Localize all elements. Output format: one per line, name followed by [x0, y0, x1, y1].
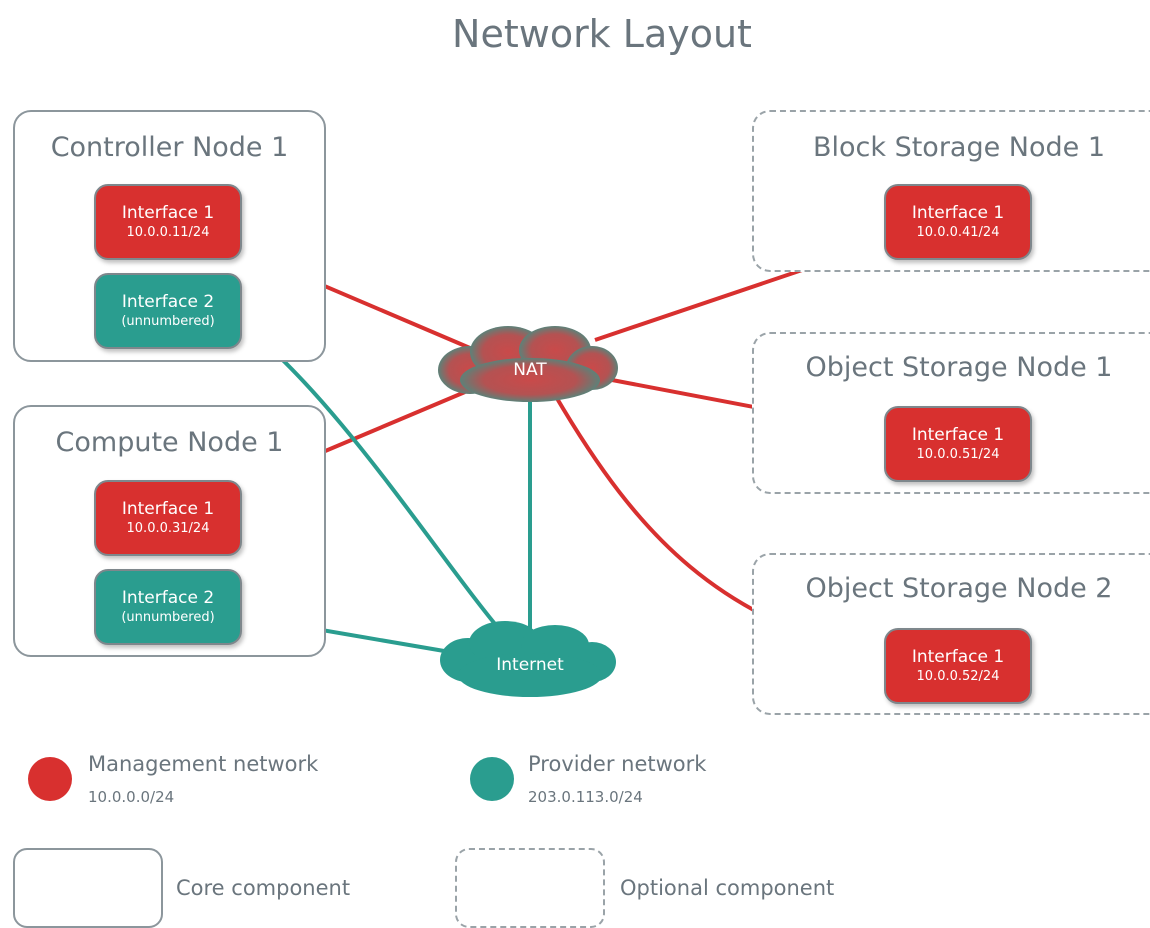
interface-address: (unnumbered): [121, 314, 215, 329]
interface-name: Interface 1: [911, 425, 1005, 445]
object-storage-node-2-title: Object Storage Node 2: [805, 573, 1113, 604]
interface-address: 10.0.0.41/24: [916, 225, 1000, 240]
object-storage-1-interface-1: Interface 1 10.0.0.51/24: [884, 406, 1032, 482]
controller-interface-2: Interface 2 (unnumbered): [94, 273, 242, 349]
core-component-label: Core component: [176, 876, 351, 900]
management-legend-name: Management network: [88, 752, 319, 776]
provider-legend-name: Provider network: [528, 752, 707, 776]
management-legend-subnet: 10.0.0.0/24: [88, 788, 175, 806]
interface-address: 10.0.0.52/24: [916, 669, 1000, 684]
nat-label: NAT: [513, 360, 547, 380]
object-storage-2-interface-1: Interface 1 10.0.0.52/24: [884, 628, 1032, 704]
controller-interface-1: Interface 1 10.0.0.11/24: [94, 184, 242, 260]
interface-name: Interface 1: [121, 499, 215, 519]
interface-address: 10.0.0.51/24: [916, 447, 1000, 462]
provider-legend-icon: [470, 757, 514, 801]
interface-name: Interface 1: [911, 647, 1005, 667]
block-storage-node-title: Block Storage Node 1: [812, 132, 1106, 163]
interface-name: Interface 2: [121, 588, 215, 608]
block-storage-interface-1: Interface 1 10.0.0.41/24: [884, 184, 1032, 260]
controller-node-title: Controller Node 1: [50, 132, 289, 163]
nat-cloud-icon: [438, 326, 618, 402]
internet-label: Internet: [496, 655, 564, 675]
interface-address: (unnumbered): [121, 610, 215, 625]
management-legend-icon: [28, 757, 72, 801]
interface-address: 10.0.0.11/24: [126, 225, 210, 240]
compute-interface-2: Interface 2 (unnumbered): [94, 569, 242, 645]
object-storage-node-1-title: Object Storage Node 1: [805, 352, 1113, 383]
core-component-swatch: [13, 848, 163, 928]
interface-name: Interface 1: [911, 203, 1005, 223]
optional-component-swatch: [455, 848, 605, 928]
diagram-title: Network Layout: [452, 12, 752, 56]
optional-component-label: Optional component: [620, 876, 835, 900]
interface-address: 10.0.0.31/24: [126, 521, 210, 536]
compute-interface-1: Interface 1 10.0.0.31/24: [94, 480, 242, 556]
provider-legend-subnet: 203.0.113.0/24: [528, 788, 643, 806]
compute-node-title: Compute Node 1: [55, 427, 284, 458]
interface-name: Interface 1: [121, 203, 215, 223]
internet-cloud-icon: [440, 621, 616, 697]
interface-name: Interface 2: [121, 292, 215, 312]
